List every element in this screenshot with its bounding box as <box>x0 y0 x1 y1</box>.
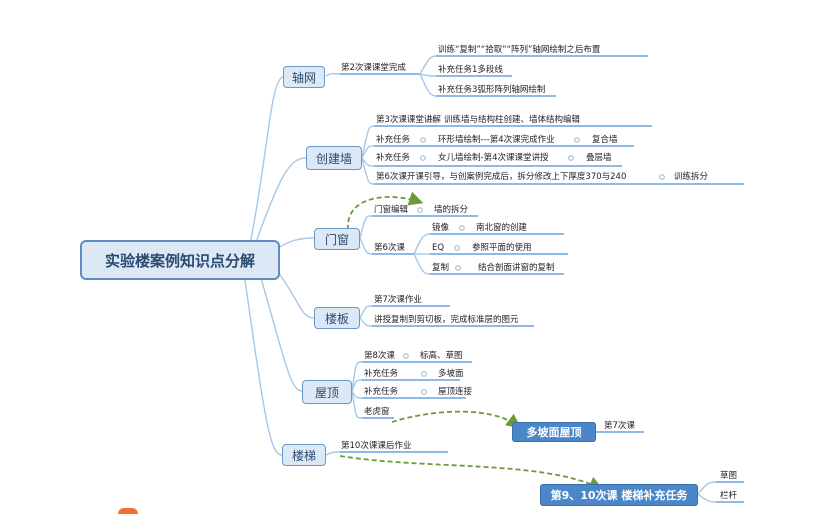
wall-r4-a[interactable]: 第6次课开课引导，与创案例完成后，拆分修改上下厚度370与240 <box>376 172 627 182</box>
axis-item-3[interactable]: 补充任务3弧形阵列轴网绘制 <box>438 85 546 95</box>
wall-r3-a[interactable]: 补充任务 <box>376 153 411 163</box>
root-node[interactable]: 实验楼案例知识点分解 <box>80 240 280 280</box>
roof-r1-a[interactable]: 第8次课 <box>364 351 395 361</box>
door-session[interactable]: 第6次课 <box>374 243 405 253</box>
axis-item-2[interactable]: 补充任务1多段线 <box>438 65 503 75</box>
branch-axis[interactable]: 轴网 <box>283 66 325 88</box>
door-r1-a[interactable]: 门窗编辑 <box>374 205 409 215</box>
wall-r1-b[interactable]: 训练墙与结构柱创建、墙体结构编辑 <box>444 115 581 125</box>
wall-r2-a[interactable]: 补充任务 <box>376 135 411 145</box>
door-r2-b[interactable]: 南北窗的创建 <box>476 223 528 233</box>
stair-session[interactable]: 第10次课课后作业 <box>341 441 412 451</box>
door-r3-a[interactable]: EQ <box>432 243 445 253</box>
roof-r4[interactable]: 老虎窗 <box>364 407 390 417</box>
wall-connectors <box>361 117 744 185</box>
roof-r2-a[interactable]: 补充任务 <box>364 369 399 379</box>
door-r2-a[interactable]: 镜像 <box>432 223 450 233</box>
stair-task-node[interactable]: 第9、10次课 楼梯补充任务 <box>540 484 698 506</box>
orange-tab-fragment <box>118 508 138 514</box>
roof-r1-b[interactable]: 标高、草图 <box>420 351 463 361</box>
stair-task-item-railing[interactable]: 栏杆 <box>720 491 738 501</box>
slab-r2[interactable]: 讲授复制到剪切板，完成标准层的图元 <box>374 315 519 325</box>
wall-r3-b[interactable]: 女儿墙绘制-第4次课课堂讲授 <box>438 153 549 163</box>
branch-roof[interactable]: 屋顶 <box>302 380 352 404</box>
axis-session[interactable]: 第2次课课堂完成 <box>341 63 406 73</box>
wall-r4-b[interactable]: 训练拆分 <box>674 172 709 182</box>
door-r1-b[interactable]: 墙的拆分 <box>434 205 469 215</box>
branch-create-wall[interactable]: 创建墙 <box>306 146 362 170</box>
dashed-links <box>339 191 604 490</box>
branch-door-window[interactable]: 门窗 <box>314 228 360 250</box>
axis-connectors <box>325 55 648 97</box>
stair-task-item-sketch[interactable]: 草图 <box>720 471 738 481</box>
door-r3-b[interactable]: 参照平面的使用 <box>472 243 532 253</box>
slab-connectors <box>359 305 534 327</box>
roof-r2-b[interactable]: 多坡面 <box>438 369 464 379</box>
slab-r1[interactable]: 第7次课作业 <box>374 295 422 305</box>
wall-r3-c[interactable]: 叠层墙 <box>586 153 612 163</box>
multi-slope-roof-note[interactable]: 第7次课 <box>604 421 635 431</box>
branch-stair[interactable]: 楼梯 <box>282 444 326 466</box>
roof-r3-a[interactable]: 补充任务 <box>364 387 399 397</box>
stair-connectors <box>325 451 744 503</box>
multi-slope-roof-node[interactable]: 多坡面屋顶 <box>512 422 596 442</box>
door-r4-a[interactable]: 复制 <box>432 263 450 273</box>
door-r4-b[interactable]: 结合剖面讲窗的复制 <box>478 263 555 273</box>
roof-connectors <box>351 353 644 433</box>
wall-r2-c[interactable]: 复合墙 <box>592 135 618 145</box>
axis-item-1[interactable]: 训练“复制”“拾取”“阵列”轴网绘制之后布置 <box>438 45 601 55</box>
door-connectors <box>359 207 568 275</box>
wall-r1-a[interactable]: 第3次课课堂讲解 <box>376 115 441 125</box>
branch-slab[interactable]: 楼板 <box>314 307 360 329</box>
wall-r2-b[interactable]: 环形墙绘制---第4次课完成作业 <box>438 135 555 145</box>
roof-r3-b[interactable]: 屋顶连接 <box>438 387 473 397</box>
